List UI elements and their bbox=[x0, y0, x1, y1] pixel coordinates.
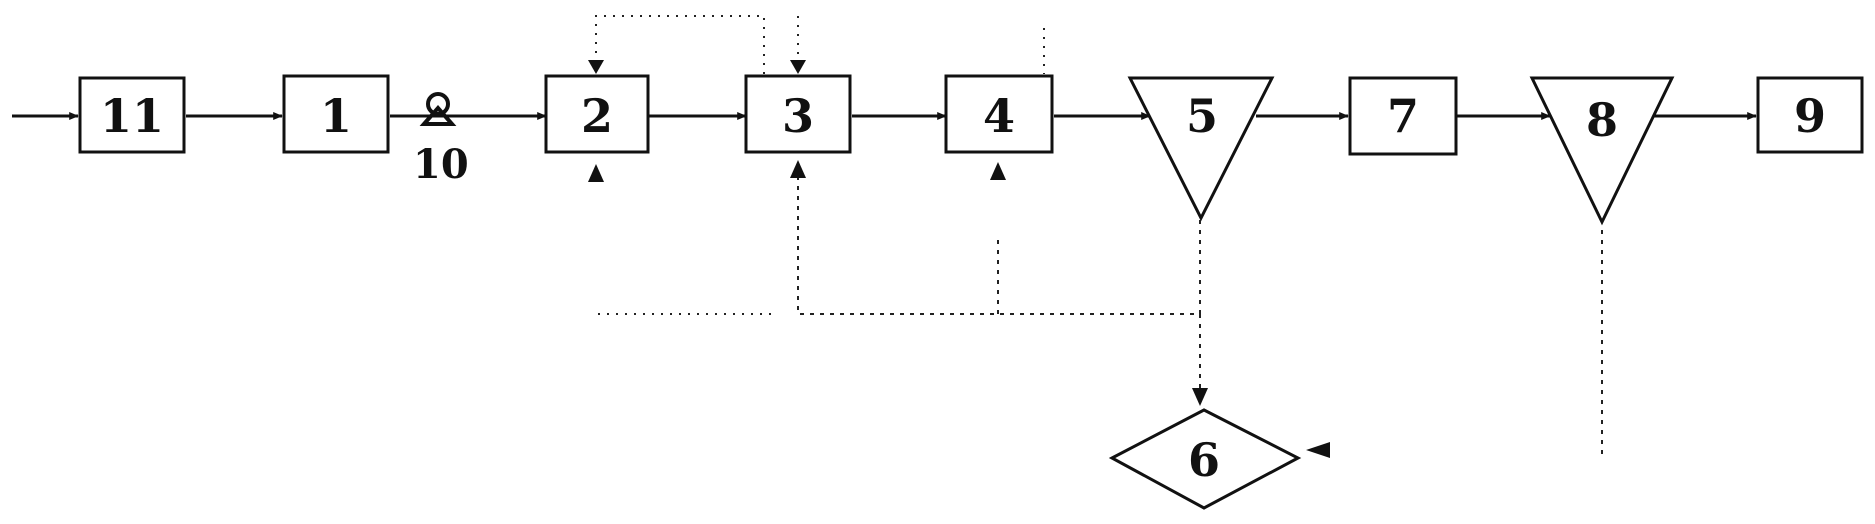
arrowhead-bottom-2 bbox=[588, 164, 604, 182]
node-7: 7 bbox=[1348, 76, 1458, 156]
node-4: 4 bbox=[944, 74, 1054, 154]
arrowhead-to-6 bbox=[1192, 388, 1208, 406]
dashed-return-line bbox=[797, 166, 1201, 315]
arrowhead-bottom-4 bbox=[990, 162, 1006, 180]
node-3-label: 3 bbox=[782, 89, 814, 143]
arrowhead-right-6 bbox=[1306, 442, 1330, 458]
node-5-label: 5 bbox=[1186, 89, 1218, 143]
node-4-label: 4 bbox=[983, 89, 1015, 143]
node-7-label: 7 bbox=[1387, 89, 1419, 143]
node-9-label: 9 bbox=[1794, 89, 1826, 143]
node-2: 2 bbox=[544, 74, 650, 154]
node-1: 1 bbox=[282, 74, 390, 154]
pump-symbol bbox=[419, 92, 457, 126]
node-11: 11 bbox=[78, 76, 186, 154]
node-2-label: 2 bbox=[581, 89, 613, 143]
arrowhead-bottom-3 bbox=[790, 160, 806, 178]
dotted-top-loop bbox=[595, 15, 765, 74]
node-1-label: 1 bbox=[320, 89, 352, 143]
node-3: 3 bbox=[744, 74, 852, 154]
node-8: 8 bbox=[1529, 76, 1675, 226]
node-6: 6 bbox=[1108, 408, 1302, 510]
node-8-label: 8 bbox=[1586, 93, 1618, 147]
node-11-label: 11 bbox=[100, 89, 164, 143]
node-9: 9 bbox=[1756, 76, 1864, 154]
arrowhead-top-3 bbox=[790, 60, 806, 74]
node-5: 5 bbox=[1127, 76, 1275, 222]
arrowhead-top-2 bbox=[588, 60, 604, 74]
node-6-label: 6 bbox=[1188, 433, 1220, 487]
label-10: 10 bbox=[413, 141, 469, 188]
